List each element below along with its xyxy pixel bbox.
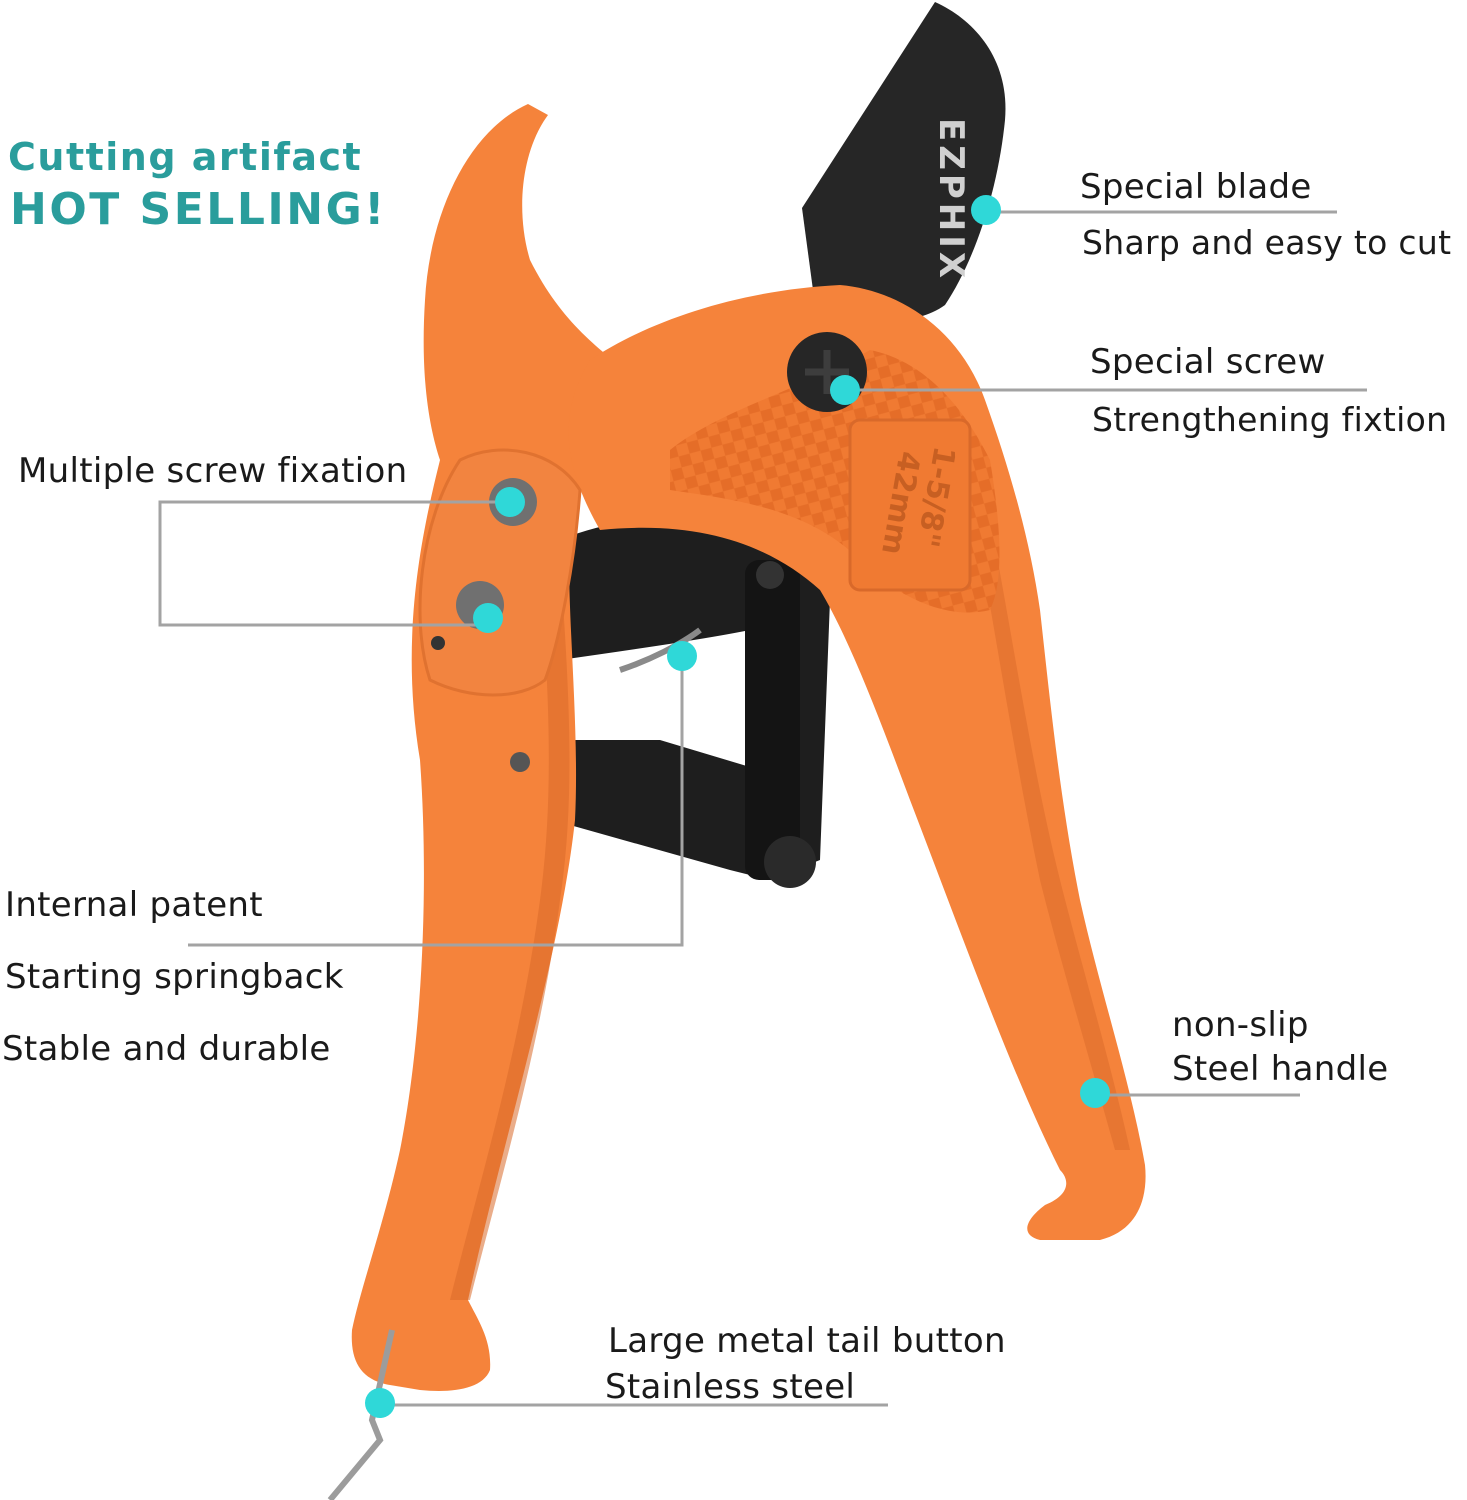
lower-screw-marker <box>473 603 503 633</box>
blade-brand-marking: EZPHIX <box>931 118 971 282</box>
cutting-blade <box>802 2 1006 321</box>
tail-button-marker <box>365 1388 395 1418</box>
callout-leader-lines <box>158 210 1367 1407</box>
blade-callout-detail: Sharp and easy to cut <box>1082 223 1452 262</box>
pivot-screw-marker <box>830 375 860 405</box>
multi-screw-callout: Multiple screw fixation <box>18 451 408 491</box>
size-stamp <box>848 418 972 592</box>
plate-pin-small <box>431 636 445 650</box>
tail-callout-line-1: Large metal tail button <box>608 1321 1006 1361</box>
linkage-rivet-lower <box>764 836 816 888</box>
handle-marker <box>1080 1078 1110 1108</box>
patent-callout-line-1: Internal patent <box>5 885 263 925</box>
right-handle-shadow <box>975 520 1130 1150</box>
main-pivot-screw-slot <box>805 350 849 394</box>
patent-callout-line-2: Starting springback <box>5 957 344 997</box>
return-spring <box>619 627 702 673</box>
spring-marker <box>667 641 697 671</box>
right-handle-and-head <box>568 285 1146 1240</box>
handle-rivet <box>510 752 530 772</box>
headline-line-1: Cutting artifact <box>8 135 363 179</box>
tail-lock-wire <box>327 1329 395 1500</box>
callout-markers <box>365 195 1110 1418</box>
blade-callout-title: Special blade <box>1080 167 1312 207</box>
patent-callout-line-3: Stable and durable <box>2 1029 331 1069</box>
screw-callout-title: Special screw <box>1090 342 1326 382</box>
linkage-rivet-upper <box>756 561 784 589</box>
linkage-bar <box>745 560 800 880</box>
tail-callout-line-2: Stainless steel <box>605 1367 856 1407</box>
blade-marker <box>971 195 1001 225</box>
screw-callout-detail: Strengthening fixtion <box>1092 400 1448 439</box>
upper-screw-marker <box>495 487 525 517</box>
handle-callout-line-2: Steel handle <box>1172 1049 1389 1089</box>
handle-callout-line-1: non-slip <box>1172 1005 1309 1045</box>
side-plate <box>418 448 582 697</box>
headline-line-2: HOT SELLING! <box>10 184 387 235</box>
